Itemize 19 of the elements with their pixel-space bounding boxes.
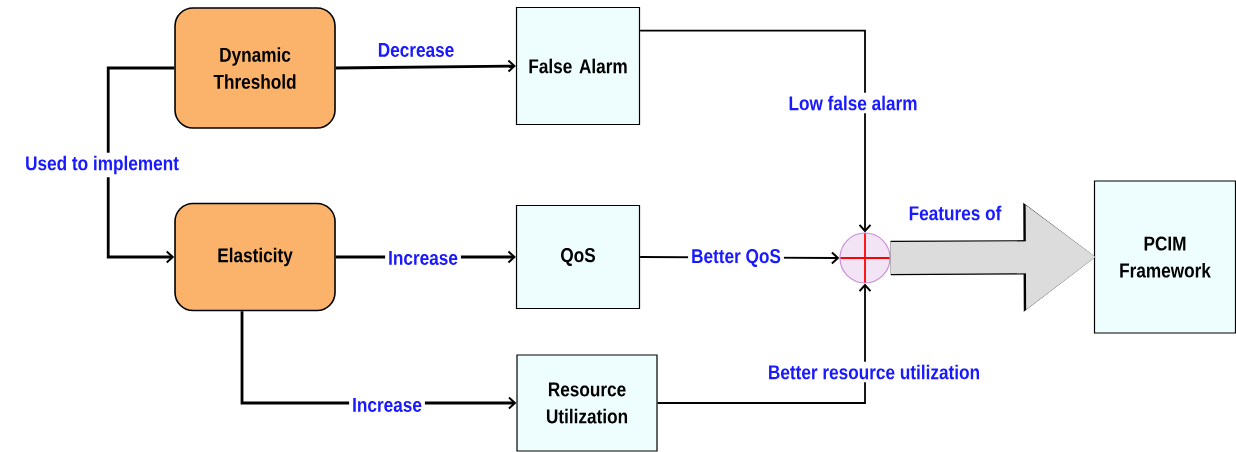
- edge-label: Increase: [349, 395, 425, 415]
- edge-label: Better resource utilization: [764, 361, 984, 383]
- edge-label: Used to implement: [22, 152, 182, 178]
- edge-label: Better QoS: [688, 246, 784, 270]
- rounded-box: Elasticity: [174, 202, 336, 312]
- edge-label: Increase: [385, 248, 461, 268]
- process-box: PCIM Framework: [1093, 180, 1236, 334]
- arrow: [335, 59, 516, 73]
- process-box: Resource Utilization: [516, 354, 658, 452]
- arrow: [656, 283, 872, 404]
- edge-label: Low false alarm: [785, 92, 921, 114]
- summing-junction: [839, 232, 891, 284]
- process-box: False Alarm: [515, 6, 641, 126]
- edge-label: Decrease: [374, 40, 458, 60]
- process-box: QoS: [515, 204, 641, 310]
- rounded-box: Dynamic Threshold: [174, 7, 336, 129]
- arrow: [106, 66, 175, 264]
- arrow: [639, 29, 872, 233]
- edge-label: Features of: [905, 202, 1005, 224]
